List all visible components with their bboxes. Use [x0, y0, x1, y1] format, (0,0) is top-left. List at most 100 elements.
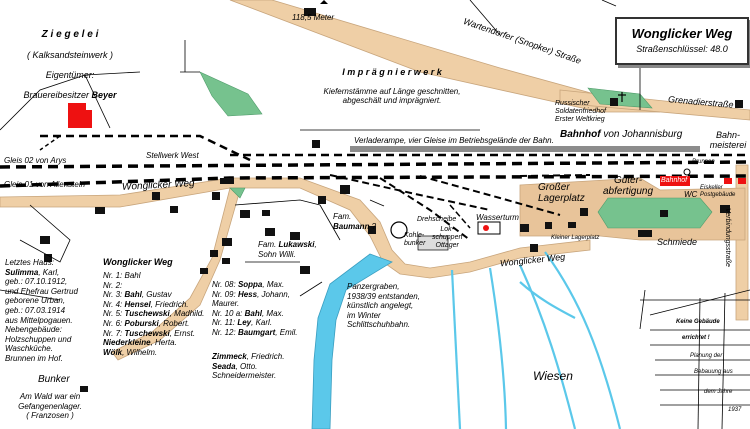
wasserturm-dot [483, 225, 489, 231]
residents-heading: Wonglicker Weg [103, 257, 173, 267]
wonglicker-weg-west [0, 177, 591, 279]
ziegelei-spur [39, 135, 61, 151]
resident-name: Wölk [103, 347, 123, 357]
wc-label: WC [684, 190, 698, 199]
resident-detail: , Herta. [150, 338, 177, 348]
bahnhof-badge: Bahnhof [661, 177, 688, 184]
lagerplatz-label: Großer Lagerplatz [538, 182, 585, 204]
arrow-line [299, 281, 323, 297]
resident-nr: Nr. 5: [103, 309, 125, 319]
resident-detail: Maurer. [212, 299, 240, 309]
soldatenfriedhof-label: Russischer Soldatenfriedhof Erster Weltk… [555, 100, 606, 123]
impraegnier-text: Kiefernstämme auf Länge geschnitten, abg… [323, 86, 461, 106]
resident-name: Tuschewski [124, 328, 170, 338]
kleiner-lagerplatz-label: Kleiner Lagerplatz [551, 235, 600, 241]
keine-gebaeude-2: errichtet ! [682, 335, 710, 341]
keine-gebaeude-1: Keine Gebäude [676, 319, 720, 325]
residents-right: Nr. 08: Soppa, Max.Nr. 09: Hess, Johann,… [212, 280, 298, 338]
wasserturm-label: Wasserturm [476, 213, 519, 222]
bahnmeisterei-label: Bahn- meisterei [709, 130, 747, 150]
gleis01-label: Gleis 01 von Allenstein [4, 180, 86, 189]
resident-nr: Nr. 1: [103, 271, 125, 280]
baumann-label: Fam. Baumann ? [333, 212, 376, 231]
resident-detail: , Ernst. [169, 328, 196, 338]
resident-detail: , Emil. [275, 327, 298, 337]
bunker-note: Am Wald war ein Gefangenenlager. ( Franz… [18, 392, 82, 421]
resident-row: Nr. 2: [103, 281, 204, 291]
zimmeck-name: Zimmeck [212, 352, 247, 361]
resident-name: Hensel [124, 299, 151, 309]
green-areas [199, 71, 713, 229]
zimmeck-rest: , Friedrich. [246, 352, 285, 361]
ziegelei-label: Z i e g e l e i ( Kalksandsteinwerk ) Ei… [20, 20, 120, 110]
resident-row: Maurer. [212, 299, 298, 309]
resident-detail: , Karl. [251, 318, 273, 328]
baumann-name: Baumann [333, 221, 370, 231]
schmiede-label: Schmiede [657, 237, 698, 247]
resident-nr: Nr. 6: [103, 318, 125, 328]
baumann-prefix: Fam. [333, 212, 352, 221]
schneidermeister: Schneidermeister. [212, 371, 277, 381]
lukawski-prefix: Fam. [258, 240, 279, 249]
resident-row: Nr. 12: Baumgart, Emil. [212, 328, 298, 338]
baumann-suffix: ? [369, 221, 377, 231]
map-title: Wonglicker Weg [631, 26, 733, 41]
keine-gebaeude-6: 1937 [728, 407, 742, 413]
bahnhof-label: Bahnhof von Johannisburg [560, 130, 682, 140]
wiesen-label: Wiesen [533, 369, 573, 383]
seada-rest: , Otto. [235, 361, 258, 371]
ziegelei-owner-prefix: Brauereibesitzer [23, 90, 92, 100]
verladerampe [350, 146, 700, 152]
title-box: Wonglicker Weg Straßenschlüssel: 48.0 [615, 17, 749, 65]
lokschuppen [417, 235, 449, 251]
impraegnierwerk-label: I m p r ä g n i e r w e r k Kiefernstämm… [312, 58, 472, 115]
letztes-haus-label: Letztes Haus: Sulimma, Karl, geb.: 07.10… [5, 258, 78, 364]
ziegelei-line2: ( Kalksandsteinwerk ) [26, 50, 114, 60]
resident-row: Nr. 5: Tuschewski, Madhild. [103, 309, 204, 319]
drehscheibe-label: Drehscheibe [417, 216, 457, 223]
resident-detail: , Robert. [158, 318, 190, 328]
resident-nr: Nr. 3: [103, 290, 125, 300]
lukawski-suffix: , Sohn Willi. [258, 240, 317, 259]
verladerampe-label: Verladerampe, vier Gleise im Betriebsgel… [354, 136, 554, 145]
resident-nr: Nr. 09: [212, 289, 238, 299]
verbindung-label: Verbindungsstraße [724, 208, 731, 267]
elevation-label: 118,5 Meter [292, 13, 335, 22]
brunnen-dot [683, 168, 691, 176]
gleis02-label: Gleis 02 von Arys [4, 156, 67, 165]
brunnen-label: Brunnen [692, 159, 715, 165]
resident-nr: Nr. 11: [212, 318, 238, 328]
resident-name: Bahl [124, 290, 142, 300]
zimmeck-label: Zimmeck, Friedrich. Seada, Otto. Schneid… [212, 352, 284, 381]
resident-name: Tuschewski [124, 309, 170, 319]
seada-name: Seada [212, 361, 236, 371]
keine-gebaeude-5: dem Jahre [704, 389, 733, 395]
river-channels [450, 251, 622, 429]
green-oval [597, 197, 713, 229]
resident-detail: , Max. [262, 280, 285, 289]
friedhof-cross-icon [618, 92, 626, 102]
resident-name: Hess [237, 289, 258, 299]
bahnhof-bold: Bahnhof [560, 129, 601, 140]
resident-row: Nr. 7: Tuschewski, Ernst. [103, 329, 204, 339]
map-subtitle: Straßenschlüssel: 48.0 [636, 44, 728, 54]
ziegelei-building [68, 103, 92, 128]
lokschuppen-label: Lok- schuppen Ottager [432, 226, 463, 249]
green-friedhof [587, 87, 653, 109]
resident-detail: , Friedrich. [150, 299, 189, 309]
resident-row: Nr. 1: Bahl [103, 271, 204, 281]
resident-nr: Nr. 7: [103, 328, 125, 338]
stellwerk-label: Stellwerk West [146, 151, 199, 160]
ziegelei-owner: Beyer [91, 90, 117, 100]
resident-row: Nr. 08: Soppa, Max. [212, 280, 298, 290]
letztes-haus-text: , Karl, geb.: 07.10.1912, und Ehefrau Ge… [5, 267, 78, 363]
elevation-marker-icon [320, 0, 328, 4]
resident-row: Nr. 10 a: Bahl, Max. [212, 309, 298, 319]
resident-name: Bahl [244, 308, 262, 318]
resident-row: Nr. 6: Poburski, Robert. [103, 319, 204, 329]
red-buildings [68, 103, 746, 186]
resident-row: Nr. 4: Hensel, Friedrich. [103, 300, 204, 310]
ziegelei-heading: Z i e g e l e i [41, 29, 99, 40]
lukawski-name: Lukawski [278, 240, 315, 249]
